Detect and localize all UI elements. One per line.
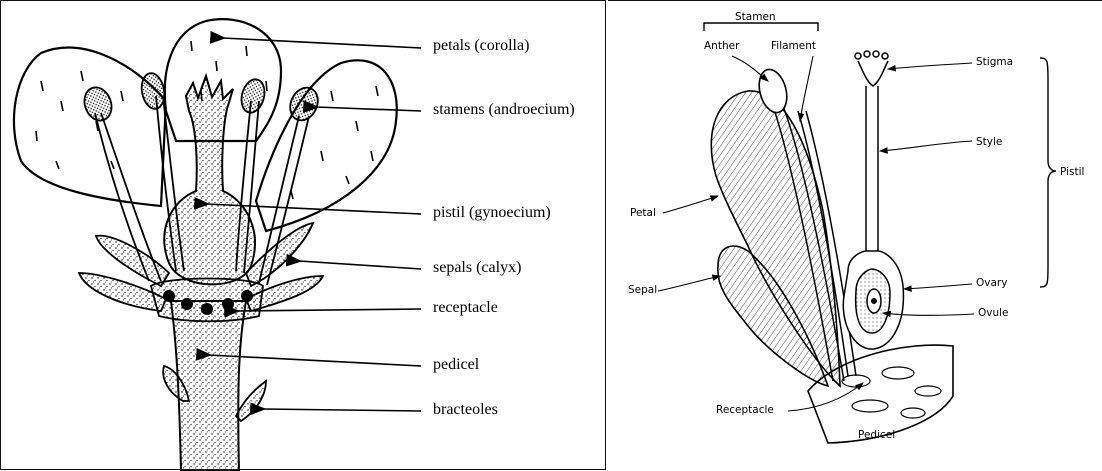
label-anther: Anther [704, 40, 739, 52]
pistil-bracket [1040, 58, 1056, 287]
label-stigma: Stigma [976, 56, 1013, 68]
right-diagram-panel: Stamen Anther Filament Stigma Style Pist… [608, 0, 1102, 470]
stamen-bracket [704, 23, 818, 31]
flower-diagram-right [608, 1, 1102, 471]
label-ovary: Ovary [976, 277, 1007, 289]
label-style: Style [976, 136, 1002, 148]
label-petal: Petal [630, 207, 656, 219]
label-pedicel: pedicel [433, 356, 479, 374]
right-pistil [843, 51, 903, 349]
label-pistil-right: Pistil [1060, 166, 1084, 178]
label-pedicel-right: Pedicel [858, 429, 895, 441]
label-filament: Filament [771, 40, 816, 52]
label-stamens: stamens (androecium) [433, 101, 575, 119]
label-petals: petals (corolla) [433, 37, 529, 55]
left-petal-shape [14, 48, 166, 206]
label-receptacle-right: Receptacle [716, 404, 774, 416]
bracteole-right [236, 381, 266, 421]
label-bracteoles: bracteoles [433, 401, 498, 419]
right-sepal-upper [246, 223, 313, 286]
label-ovule: Ovule [978, 307, 1009, 319]
label-pistil: pistil (gynoecium) [433, 204, 551, 222]
flower-diagram-left [1, 1, 607, 471]
label-sepal: Sepal [628, 284, 657, 296]
label-stamen: Stamen [735, 11, 776, 23]
label-receptacle: receptacle [433, 299, 498, 317]
left-diagram-panel: petals (corolla) stamens (androecium) pi… [0, 0, 606, 470]
label-sepals: sepals (calyx) [433, 259, 521, 277]
